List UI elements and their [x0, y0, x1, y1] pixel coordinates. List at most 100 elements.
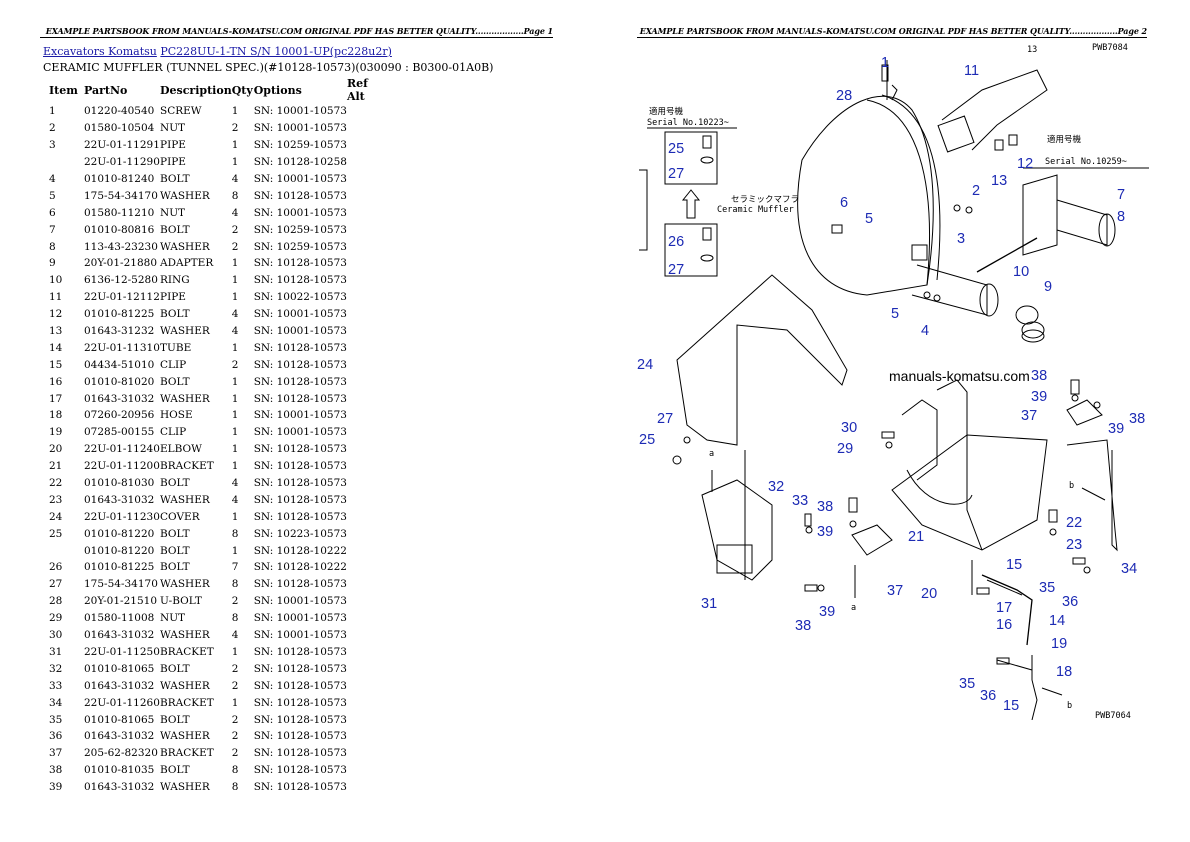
cell-item: 1 — [49, 105, 56, 118]
cell-partno: 6136-12-5280 — [84, 274, 158, 287]
cell-description: BOLT — [160, 375, 190, 388]
cell-options: SN: 10223-10573 — [253, 527, 347, 540]
cell-ref-alt — [347, 255, 377, 272]
cell-options: SN: 10001-10573 — [253, 105, 347, 118]
cell-partno: 01010-81240 — [84, 173, 155, 185]
cell-description: WASHER — [160, 189, 210, 202]
callout-36b: 36 — [980, 688, 996, 704]
breadcrumb-link-model[interactable]: PC228UU-1-TN S/N 10001-UP(pc228u2r) — [160, 45, 392, 58]
cell-item: 12 — [49, 308, 63, 321]
bracket-31 — [701, 479, 773, 581]
cell-item: 7 — [49, 223, 56, 236]
cell-item: 13 — [49, 325, 63, 338]
callout-8: 8 — [1117, 209, 1125, 225]
breadcrumb-link-excavators[interactable]: Excavators Komatsu — [43, 45, 157, 58]
cell-ref-alt — [347, 728, 377, 745]
cell-qty: 4 — [231, 173, 239, 185]
cell-description: BRACKET — [160, 460, 214, 473]
cell-partno: 22U-01-11260 — [84, 696, 160, 709]
cell-description: PIPE — [160, 291, 186, 304]
cell-options: SN: 10128-10573 — [253, 392, 347, 405]
cell-ref-alt — [347, 306, 377, 323]
cell-ref-alt — [347, 238, 377, 255]
cell-ref-alt — [347, 694, 377, 711]
cell-partno: 22U-01-11290 — [84, 156, 160, 169]
cell-description: BOLT — [160, 561, 190, 574]
cell-item: 3 — [49, 139, 56, 152]
cell-item: 15 — [49, 358, 63, 371]
cell-options: SN: 10128-10222 — [253, 544, 347, 557]
cell-qty: 8 — [231, 764, 239, 777]
cell-options: SN: 10128-10573 — [253, 189, 347, 202]
cell-ref-alt — [347, 441, 377, 458]
cell-qty: 8 — [231, 189, 239, 202]
cell-partno: 22U-01-11291 — [84, 139, 160, 152]
cell-ref-alt — [347, 458, 377, 475]
cell-partno: 01580-11008 — [84, 612, 155, 625]
cell-description: COVER — [160, 510, 200, 523]
inset1-arrow — [681, 189, 701, 219]
callout-5: 5 — [865, 211, 873, 227]
cell-item: 28 — [49, 595, 63, 608]
cell-options: SN: 10001-10573 — [253, 325, 347, 338]
cell-options: SN: 10022-10573 — [253, 291, 347, 304]
cell-options: SN: 10128-10573 — [253, 781, 347, 794]
cell-description: PIPE — [160, 156, 186, 169]
table-header-row: Item PartNo Description Qty Options Ref … — [43, 77, 377, 103]
cell-item: 35 — [49, 713, 63, 726]
cell-description: BOLT — [160, 223, 190, 236]
cell-qty: 2 — [231, 223, 239, 236]
cell-options: SN: 10128-10573 — [253, 375, 347, 388]
cell-description: BRACKET — [160, 645, 214, 658]
cell-partno: 01643-31032 — [84, 679, 155, 692]
muffler-body — [797, 95, 934, 296]
cell-partno: 01643-31032 — [84, 730, 155, 743]
cell-partno: 175-54-34170 — [84, 189, 158, 202]
cell-ref-alt — [347, 542, 377, 559]
cell-qty: 2 — [231, 747, 239, 760]
cell-ref-alt — [347, 204, 377, 221]
cell-item: 5 — [49, 189, 56, 202]
inset1-jp-label: 適用号機 — [649, 106, 684, 117]
ref-letter-a-2: a — [851, 603, 856, 613]
ceramic-en: Ceramic Muffler — [717, 205, 794, 215]
cell-options: SN: 10128-10573 — [253, 764, 347, 777]
cell-item: 18 — [49, 409, 63, 422]
cell-qty: 2 — [231, 730, 239, 743]
cell-partno: 01643-31032 — [84, 629, 155, 642]
callout-24: 24 — [637, 357, 653, 373]
cell-description: BOLT — [160, 544, 190, 557]
callout-38d: 38 — [1129, 411, 1145, 427]
cell-qty: 1 — [231, 156, 239, 169]
cell-description: WASHER — [160, 392, 210, 405]
cell-ref-alt — [347, 779, 377, 796]
cell-partno: 22U-01-11240 — [84, 443, 160, 456]
callout-27: 27 — [668, 166, 684, 182]
cell-item: 14 — [49, 341, 63, 354]
parts-table: Item PartNo Description Qty Options Ref … — [43, 77, 377, 796]
cell-qty: 1 — [231, 409, 239, 422]
cell-options: SN: 10001-10573 — [253, 612, 347, 625]
cell-qty: 4 — [231, 325, 239, 338]
cell-qty: 4 — [231, 493, 239, 506]
cell-item: 2 — [49, 122, 56, 135]
cell-ref-alt — [347, 711, 377, 728]
cell-qty: 1 — [231, 274, 239, 287]
callout-38b: 38 — [795, 618, 811, 634]
cell-item: 8 — [49, 240, 56, 253]
cell-qty: 1 — [231, 291, 239, 304]
pipe-3 — [911, 264, 988, 316]
callout-6: 6 — [840, 195, 848, 211]
ref-letter-a-1: a — [709, 449, 714, 459]
page-header-left: EXAMPLE PARTSBOOK FROM MANUALS-KOMATSU.C… — [40, 26, 553, 38]
